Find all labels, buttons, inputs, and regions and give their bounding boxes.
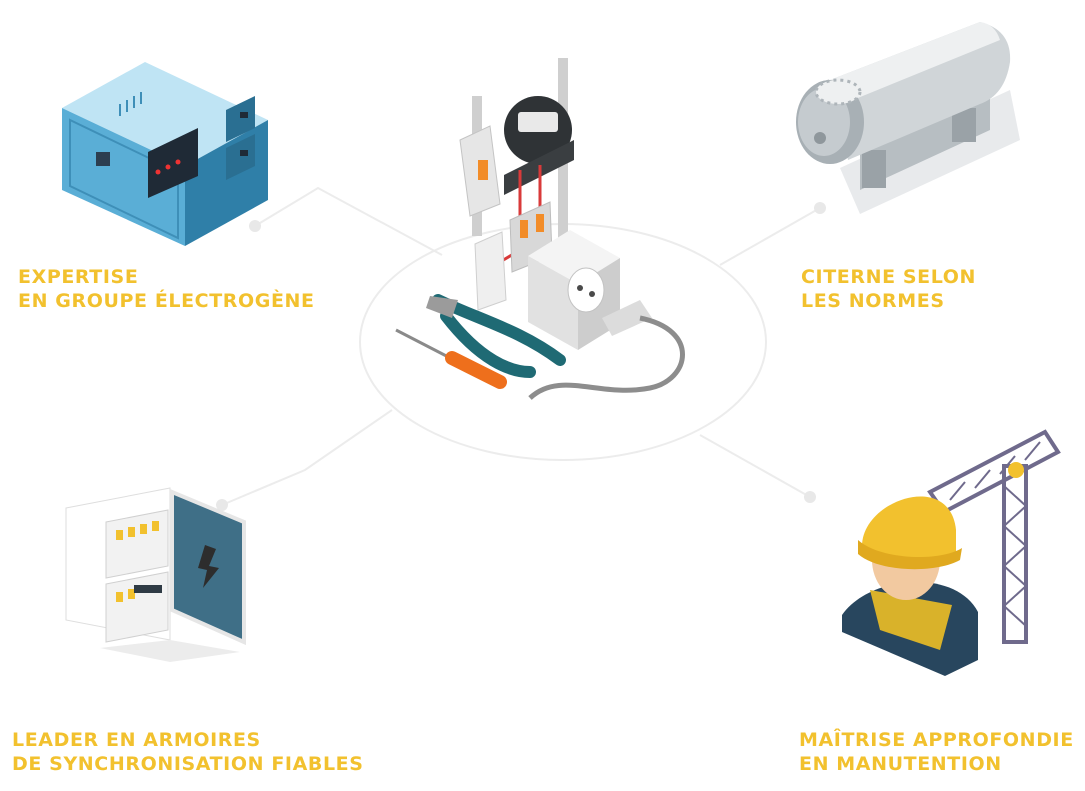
feature-label-line: EN GROUPE ÉLECTROGÈNE — [18, 290, 315, 312]
connector-dots — [216, 202, 826, 511]
feature-label-line: DE SYNCHRONISATION FIABLES — [12, 753, 364, 775]
feature-label-tank: CITERNE SELON LES NORMES — [801, 265, 976, 313]
generator-icon — [62, 62, 268, 246]
feature-label-line: EXPERTISE — [18, 266, 139, 288]
feature-label-line: LES NORMES — [801, 290, 945, 312]
fuel-tank-icon — [796, 22, 1020, 214]
worker-crane-icon — [842, 429, 1061, 676]
feature-label-handling: MAÎTRISE APPROFONDIE EN MANUTENTION — [799, 728, 1074, 776]
feature-label-line: MAÎTRISE APPROFONDIE — [799, 729, 1074, 751]
feature-label-line: LEADER EN ARMOIRES — [12, 729, 261, 751]
feature-label-line: EN MANUTENTION — [799, 753, 1002, 775]
electrical-tools-icon — [395, 58, 685, 400]
feature-label-line: CITERNE SELON — [801, 266, 977, 288]
feature-label-generator: EXPERTISE EN GROUPE ÉLECTROGÈNE — [18, 265, 315, 313]
electrical-cabinet-icon — [65, 487, 246, 662]
feature-label-cabinet: LEADER EN ARMOIRES DE SYNCHRONISATION FI… — [12, 728, 364, 776]
